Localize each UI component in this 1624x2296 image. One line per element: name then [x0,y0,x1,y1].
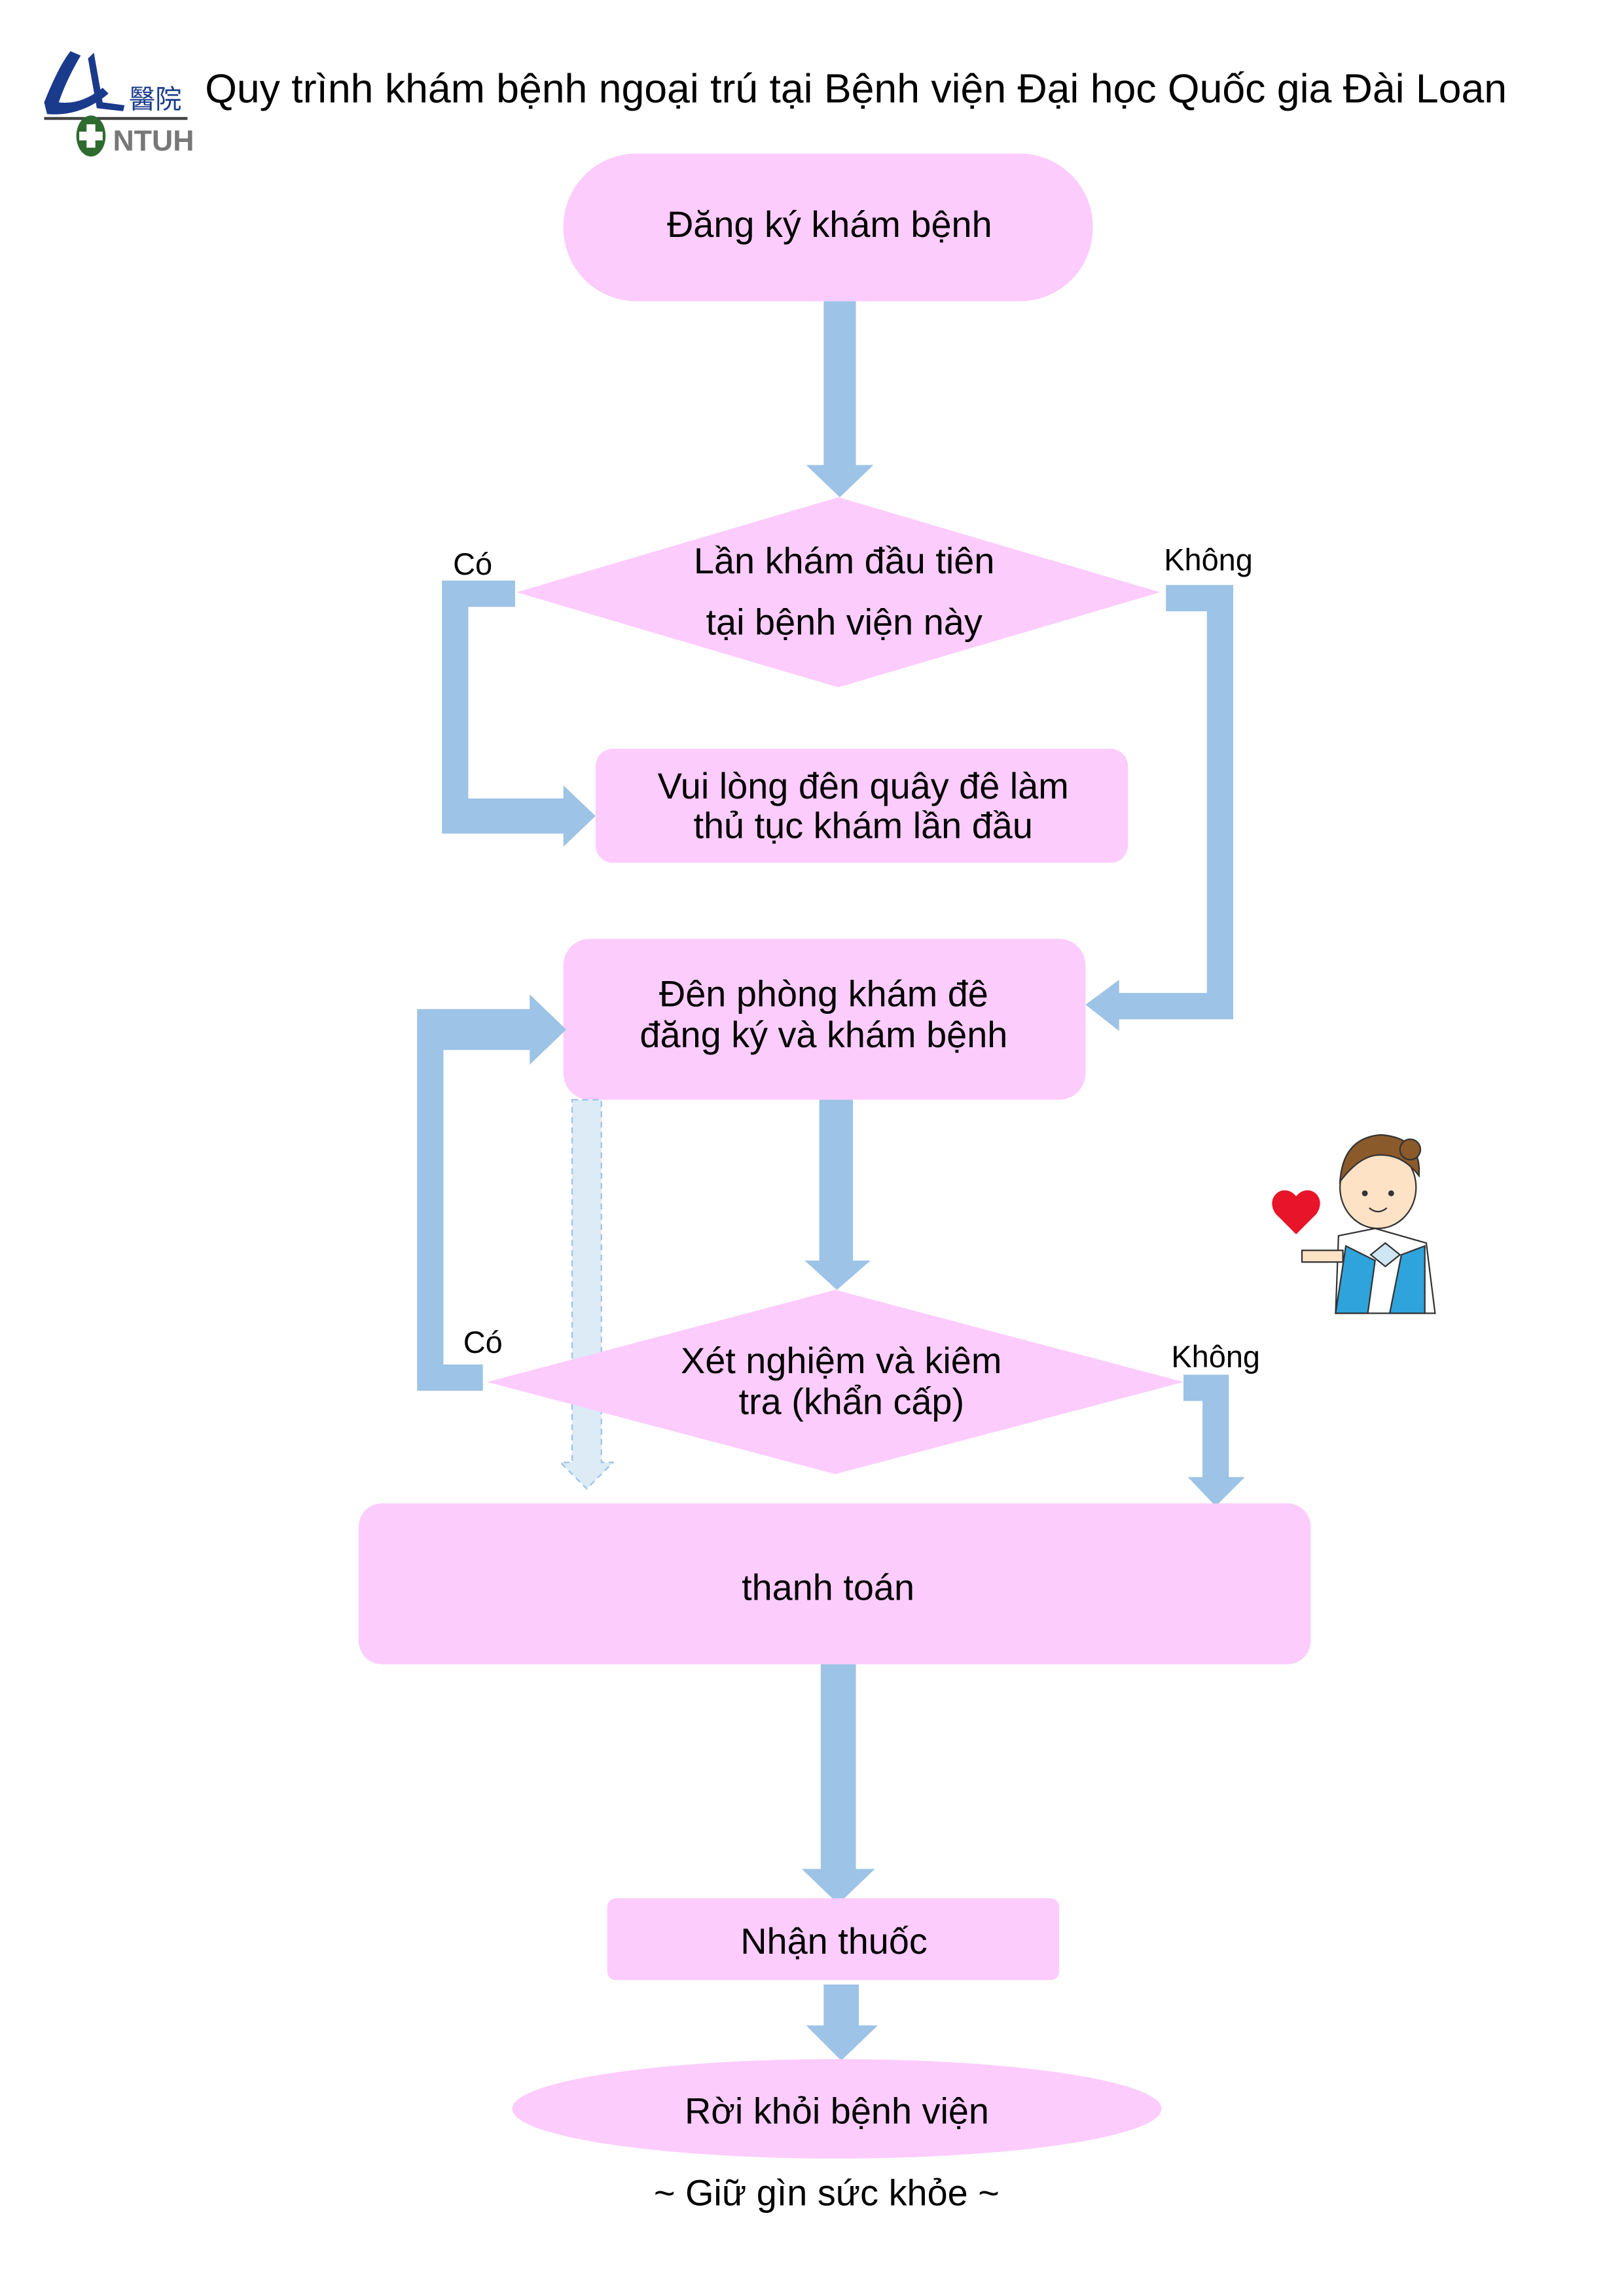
decision-first-visit-line2: tại bệnh viện này [706,601,983,643]
node-clinic-line1: Đên phòng khám đê [659,973,988,1014]
ntuh-logo: 醫院 NTUH [44,51,194,157]
node-counter-line2: thủ tục khám lần đầu [693,804,1032,846]
arrow-no-to-payment [1183,1374,1245,1507]
label-no-1: Không [1164,543,1253,577]
arrow-down [801,1664,875,1905]
svg-text:醫院: 醫院 [129,84,181,114]
node-clinic [563,939,1086,1100]
decision-tests-line2: tra (khẩn cấp) [739,1381,965,1422]
label-yes-1: Có [453,547,492,581]
decision-first-visit [516,497,1161,688]
svg-text:NTUH: NTUH [113,125,194,157]
label-yes-2: Có [463,1325,503,1359]
nurse-illustration-icon [1272,1134,1436,1314]
node-payment [358,1503,1311,1664]
node-leave [512,2059,1162,2159]
page-title: Quy trình khám bệnh ngoại trú tại Bệnh v… [205,65,1507,111]
node-medicine [607,1898,1060,1981]
node-leave-label: Rời khỏi bệnh viện [685,2090,989,2131]
node-payment-label: thanh toán [742,1566,914,1607]
node-clinic-line2: đăng ký và khám bệnh [640,1014,1007,1055]
node-medicine-label: Nhận thuốc [740,1920,928,1962]
arrow-down [806,301,874,497]
arrow-no-to-clinic [1085,584,1234,1031]
decision-tests-line1: Xét nghiệm và kiêm [681,1340,1001,1381]
arrow-down [804,1100,871,1290]
label-no-2: Không [1171,1340,1260,1374]
node-register-label: Đăng ký khám bệnh [667,204,992,245]
node-counter [595,749,1128,863]
node-counter-line1: Vui lòng đên quây đê làm [658,765,1069,806]
arrow-yes-to-counter [442,581,596,847]
arrow-dashed-skip [558,1099,615,1490]
arrow-yes-loop [417,994,567,1391]
footer-slogan: ~ Giữ gìn sức khỏe ~ [654,2172,1000,2213]
node-register [563,153,1093,302]
arrow-down [806,1984,878,2061]
decision-first-visit-line1: Lần khám đầu tiên [694,540,994,581]
